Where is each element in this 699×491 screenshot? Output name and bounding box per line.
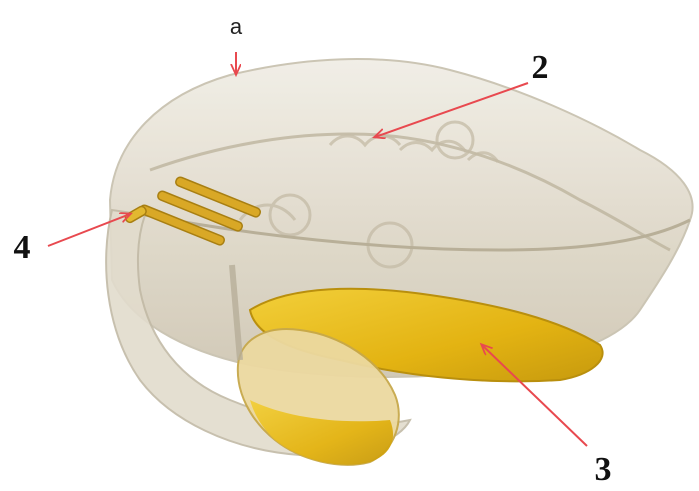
label-3: 3 [595,451,612,488]
appliance-body [106,59,692,465]
label-a: a [230,14,243,39]
label-4: 4 [14,229,31,266]
label-2: 2 [532,49,549,86]
